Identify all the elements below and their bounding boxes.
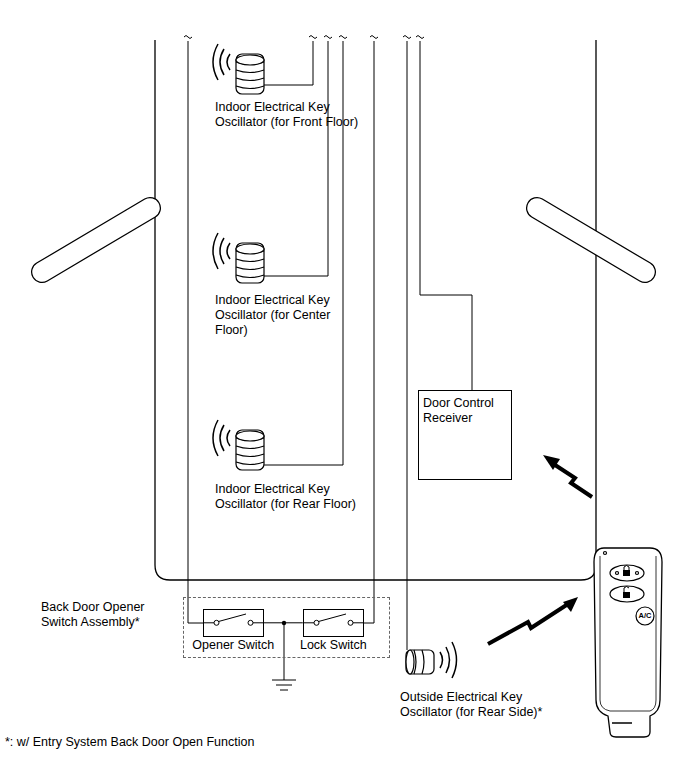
switch-box: Lock Switch xyxy=(303,609,364,637)
switch-symbol xyxy=(204,610,263,636)
node-label: Door Control Receiver xyxy=(423,396,507,426)
footnote: *: w/ Entry System Back Door Open Functi… xyxy=(5,735,425,750)
node-label: Opener Switch xyxy=(192,638,274,653)
node-label: Lock Switch xyxy=(300,638,367,653)
part-name: Indoor Electrical Key Oscillator (for Re… xyxy=(215,482,365,512)
switch-symbol xyxy=(304,610,363,636)
switch-box: Opener Switch xyxy=(203,609,264,637)
receiver-box: Door Control Receiver xyxy=(418,390,512,480)
wire-connector xyxy=(264,622,303,623)
part-name: Indoor Electrical Key Oscillator (for Ce… xyxy=(215,293,335,337)
button-label: A/C xyxy=(633,609,657,623)
switch-assembly-box: Back Door Opener Switch Assembly*Opener … xyxy=(183,597,390,658)
part-name: Indoor Electrical Key Oscillator (for Fr… xyxy=(215,100,365,130)
node-label: Back Door Opener Switch Assembly* xyxy=(41,600,169,630)
part-name: Outside Electrical Key Oscillator (for R… xyxy=(400,690,575,720)
